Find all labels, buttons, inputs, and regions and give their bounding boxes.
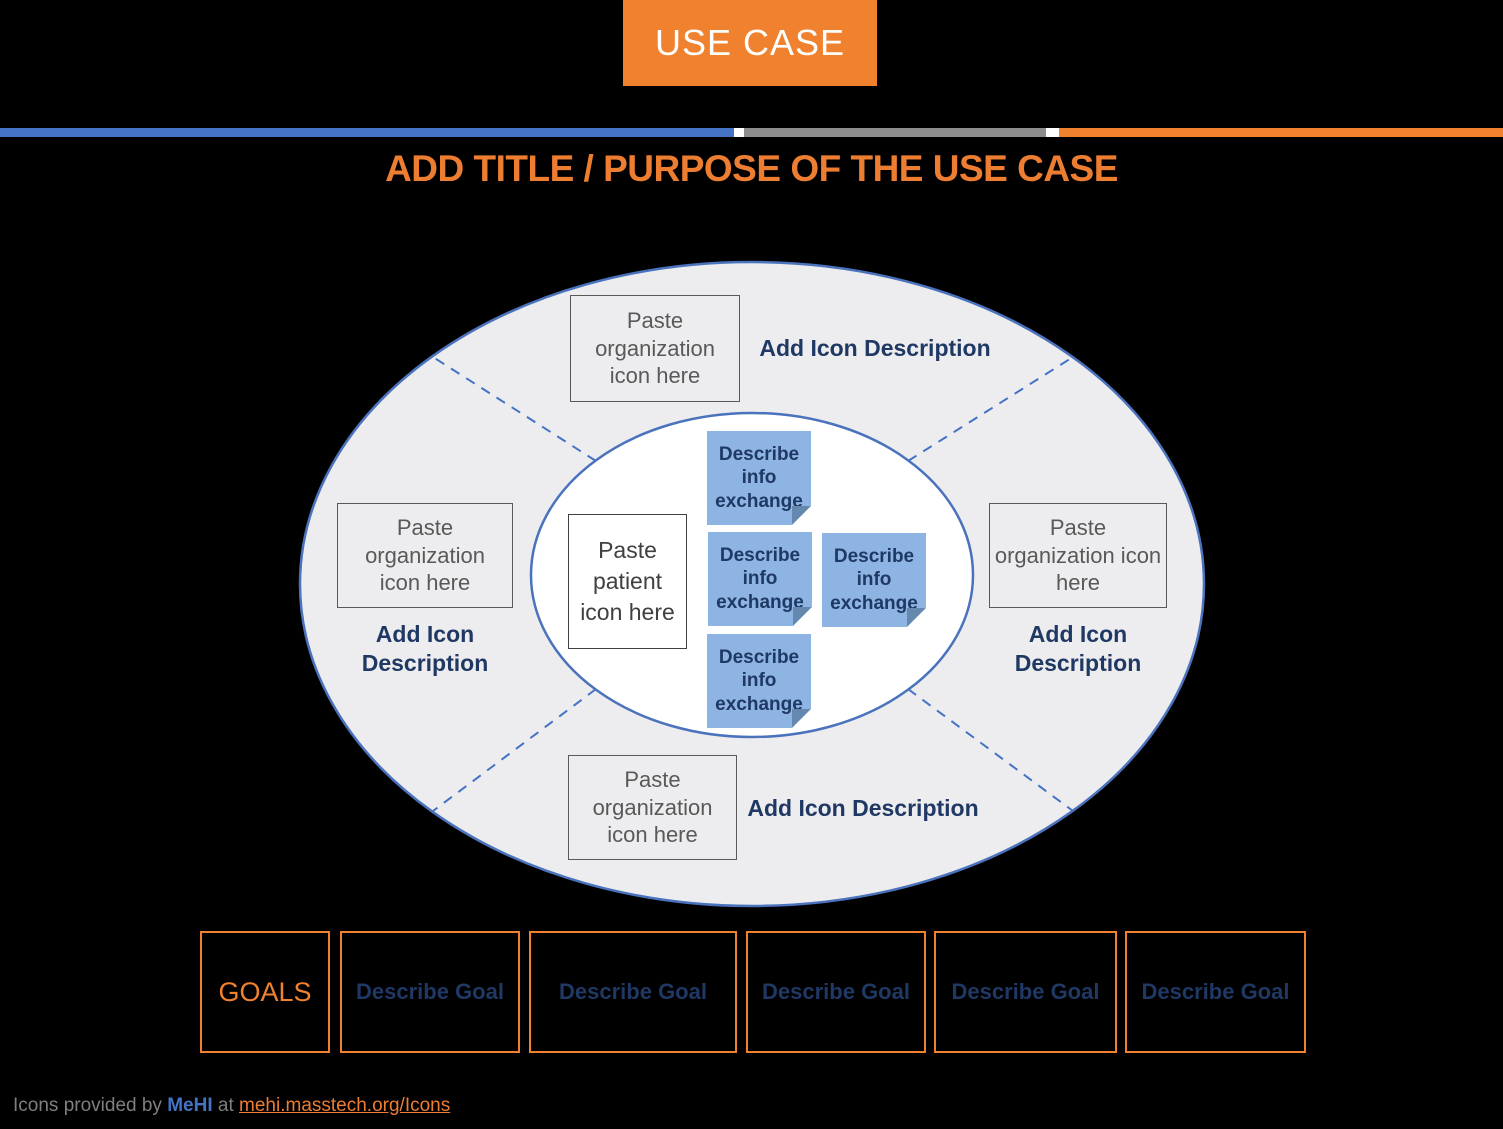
info-note-label: Describe info exchange [830, 546, 918, 614]
info-exchange-note-right[interactable]: Describe info exchange [822, 533, 926, 627]
info-exchange-note-bottom[interactable]: Describe info exchange [707, 634, 811, 728]
goals-label: GOALS [218, 976, 312, 1007]
icon-description-left: Add Icon Description [361, 621, 489, 676]
org-icon-placeholder-left[interactable]: Paste organization icon here [337, 503, 513, 608]
footer-connector: at [217, 1095, 234, 1116]
footer-prefix: Icons provided by [13, 1095, 162, 1116]
icon-description-top: Add Icon Description [759, 335, 991, 361]
dashed-connector-top-right [907, 356, 1074, 462]
info-note-label: Describe info exchange [715, 444, 803, 512]
divider-bar [0, 128, 1503, 137]
org-placeholder-label: Paste organization icon here [595, 307, 715, 389]
org-placeholder-label: Paste organization icon here [592, 766, 713, 848]
goal-placeholder-2[interactable]: Describe Goal [529, 931, 737, 1053]
icon-description-bottom: Add Icon Description [747, 795, 979, 821]
patient-placeholder-label: Paste patient icon here [580, 536, 675, 626]
goal-label: Describe Goal [1141, 979, 1290, 1004]
org-placeholder-label: Paste organization icon here [365, 514, 485, 596]
goal-label: Describe Goal [559, 979, 707, 1004]
info-exchange-note-middle[interactable]: Describe info exchange [708, 532, 812, 626]
dashed-connector-bottom-left [432, 688, 597, 812]
footer-link[interactable]: mehi.masstech.org/Icons [239, 1095, 451, 1116]
divider-gap [1046, 128, 1059, 137]
divider-segment-orange [1059, 128, 1503, 137]
org-placeholder-label: Paste organization icon here [994, 514, 1162, 596]
icon-description-right: Add Icon Description [1014, 621, 1142, 676]
divider-segment-gray [744, 128, 1046, 137]
goal-placeholder-4[interactable]: Describe Goal [934, 931, 1117, 1053]
patient-icon-placeholder[interactable]: Paste patient icon here [568, 514, 687, 649]
divider-gap [734, 128, 744, 137]
slide-title: ADD TITLE / PURPOSE OF THE USE CASE [385, 148, 1118, 189]
goal-label: Describe Goal [356, 979, 504, 1004]
use-case-badge-label: USE CASE [654, 22, 846, 63]
goal-label: Describe Goal [762, 979, 910, 1004]
info-note-label: Describe info exchange [715, 647, 803, 715]
divider-segment-blue [0, 128, 734, 137]
footer-attribution: Icons provided by MeHI at mehi.masstech.… [13, 1095, 450, 1117]
dashed-connector-bottom-right [907, 688, 1074, 812]
goals-header-box: GOALS [200, 931, 330, 1053]
goal-placeholder-3[interactable]: Describe Goal [746, 931, 926, 1053]
org-icon-placeholder-bottom[interactable]: Paste organization icon here [568, 755, 737, 860]
org-icon-placeholder-top[interactable]: Paste organization icon here [570, 295, 740, 402]
info-exchange-note-top[interactable]: Describe info exchange [707, 431, 811, 525]
goal-label: Describe Goal [951, 979, 1100, 1004]
goal-placeholder-1[interactable]: Describe Goal [340, 931, 520, 1053]
dashed-connector-top-left [432, 356, 597, 462]
use-case-badge: USE CASE [623, 0, 877, 86]
footer-brand: MeHI [167, 1095, 213, 1116]
goal-placeholder-5[interactable]: Describe Goal [1125, 931, 1306, 1053]
info-note-label: Describe info exchange [716, 545, 804, 613]
org-icon-placeholder-right[interactable]: Paste organization icon here [989, 503, 1167, 608]
